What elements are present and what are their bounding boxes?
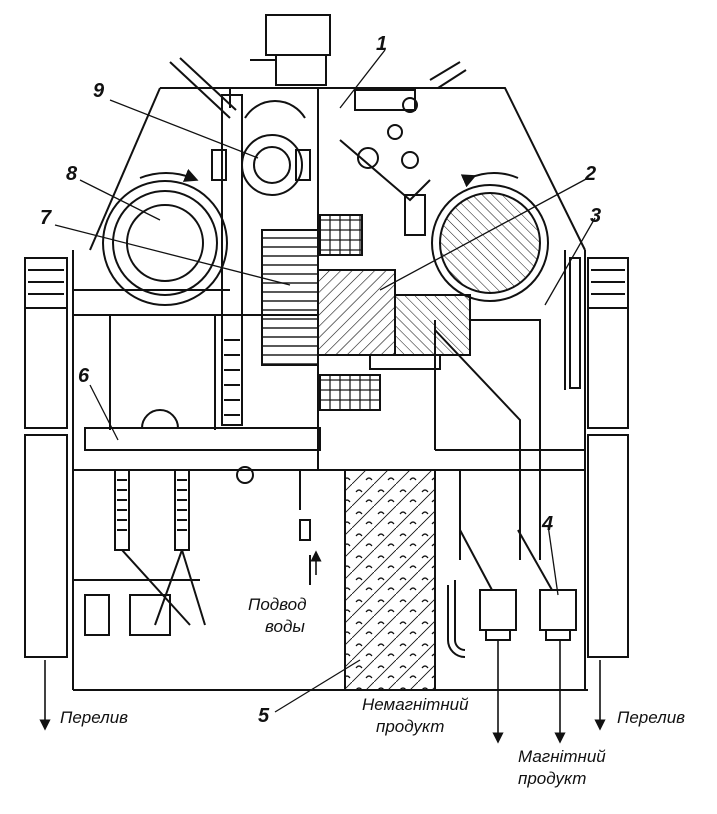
part-number-5: 5 — [258, 705, 270, 727]
flow-arrows — [39, 550, 606, 744]
nonmagnetic-label-2: продукт — [376, 717, 444, 736]
water-inlet-label-2: воды — [265, 617, 305, 636]
part-number-8: 8 — [66, 163, 78, 185]
left-drum-8 — [102, 180, 228, 306]
part-number-6: 6 — [78, 365, 90, 387]
gear-9 — [253, 146, 291, 184]
machine-housing — [24, 14, 629, 691]
part-number-3: 3 — [590, 205, 601, 227]
magnetic-label: Магнітний — [518, 747, 606, 766]
left-nozzles — [84, 466, 254, 636]
part-number-2: 2 — [584, 163, 596, 185]
overflow-left-label: Перелив — [60, 708, 128, 727]
captions: Подвод воды Перелив Перелив Немагнітний … — [60, 595, 685, 788]
water-inlet-label: Подвод — [248, 595, 307, 614]
overflow-right-label: Перелив — [617, 708, 685, 727]
drive-motor — [265, 14, 331, 56]
right-drum — [431, 184, 549, 302]
shaft-6 — [84, 427, 321, 451]
part-number-7: 7 — [40, 207, 52, 229]
magnet-coils-7 — [261, 229, 319, 366]
foundation-5 — [344, 469, 436, 691]
part-numbers: 1 2 3 4 5 6 7 8 9 — [40, 33, 601, 727]
part-number-4: 4 — [541, 513, 553, 535]
magnet-body-2 — [317, 269, 396, 356]
nonmagnetic-label: Немагнітний — [362, 695, 469, 714]
magnetic-label-2: продукт — [518, 769, 586, 788]
magnetic-outlet-4 — [539, 589, 577, 631]
leader-lines — [54, 49, 596, 713]
part-number-1: 1 — [376, 33, 387, 55]
part-number-9: 9 — [93, 80, 105, 102]
nonmagnetic-outlet — [479, 589, 517, 631]
